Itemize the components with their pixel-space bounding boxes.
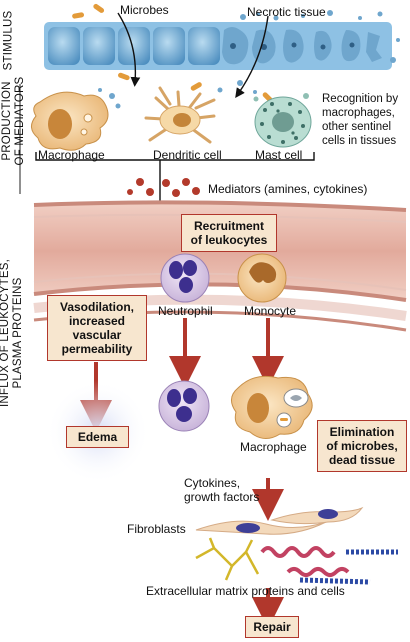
epithelial-layer <box>44 22 392 70</box>
fibroblasts-label: Fibroblasts <box>127 522 186 536</box>
ecm-label: Extracellular matrix proteins and cells <box>146 584 345 598</box>
mediator-dots <box>127 178 200 197</box>
vasodilation-box: Vasodilation, increased vascular permeab… <box>47 295 147 361</box>
fibroblast-cells <box>195 506 364 535</box>
neutrophil-cell <box>160 253 210 303</box>
macrophage-label: Macrophage <box>38 148 105 162</box>
mediators-label: Mediators (amines, cytokines) <box>208 182 368 196</box>
neutrophil-label: Neutrophil <box>158 304 213 318</box>
mediator-dots-blue <box>98 88 121 109</box>
edema-box: Edema <box>66 426 129 448</box>
elimination-box: Elimination of microbes, dead tissue <box>317 420 407 472</box>
monocyte-cell <box>237 253 287 303</box>
cytokines-label: Cytokines, growth factors <box>184 476 260 504</box>
monocyte-label: Monocyte <box>244 304 297 318</box>
recognition-note: Recognition by macrophages, other sentin… <box>322 93 399 147</box>
necrotic-tissue-label: Necrotic tissue <box>247 5 326 19</box>
side-label-influx: INFLUX OF LEUKOCYTES, PLASMA PROTEINS <box>0 259 24 407</box>
repair-box: Repair <box>245 616 299 638</box>
extracellular-matrix <box>195 537 398 585</box>
side-label-production: PRODUCTION OF MEDIATORS <box>1 76 26 166</box>
macrophage-tissue-label: Macrophage <box>240 440 307 454</box>
mast-cell-label: Mast cell <box>255 148 303 162</box>
mast-cell <box>253 93 312 148</box>
tissue-neutrophil <box>158 380 210 432</box>
necrotic-arrow <box>235 15 269 99</box>
macrophage-cell <box>31 91 109 151</box>
recruitment-box: Recruitment of leukocytes <box>181 214 277 252</box>
necrotic-debris <box>217 10 400 94</box>
dendritic-cell-label: Dendritic cell <box>153 148 222 162</box>
dendritic-cell-body <box>159 105 201 135</box>
microbes-label: Microbes <box>120 3 169 17</box>
sentinel-bracket <box>35 152 315 161</box>
tissue-macrophage <box>231 375 313 439</box>
microbes-arrow <box>117 12 141 87</box>
